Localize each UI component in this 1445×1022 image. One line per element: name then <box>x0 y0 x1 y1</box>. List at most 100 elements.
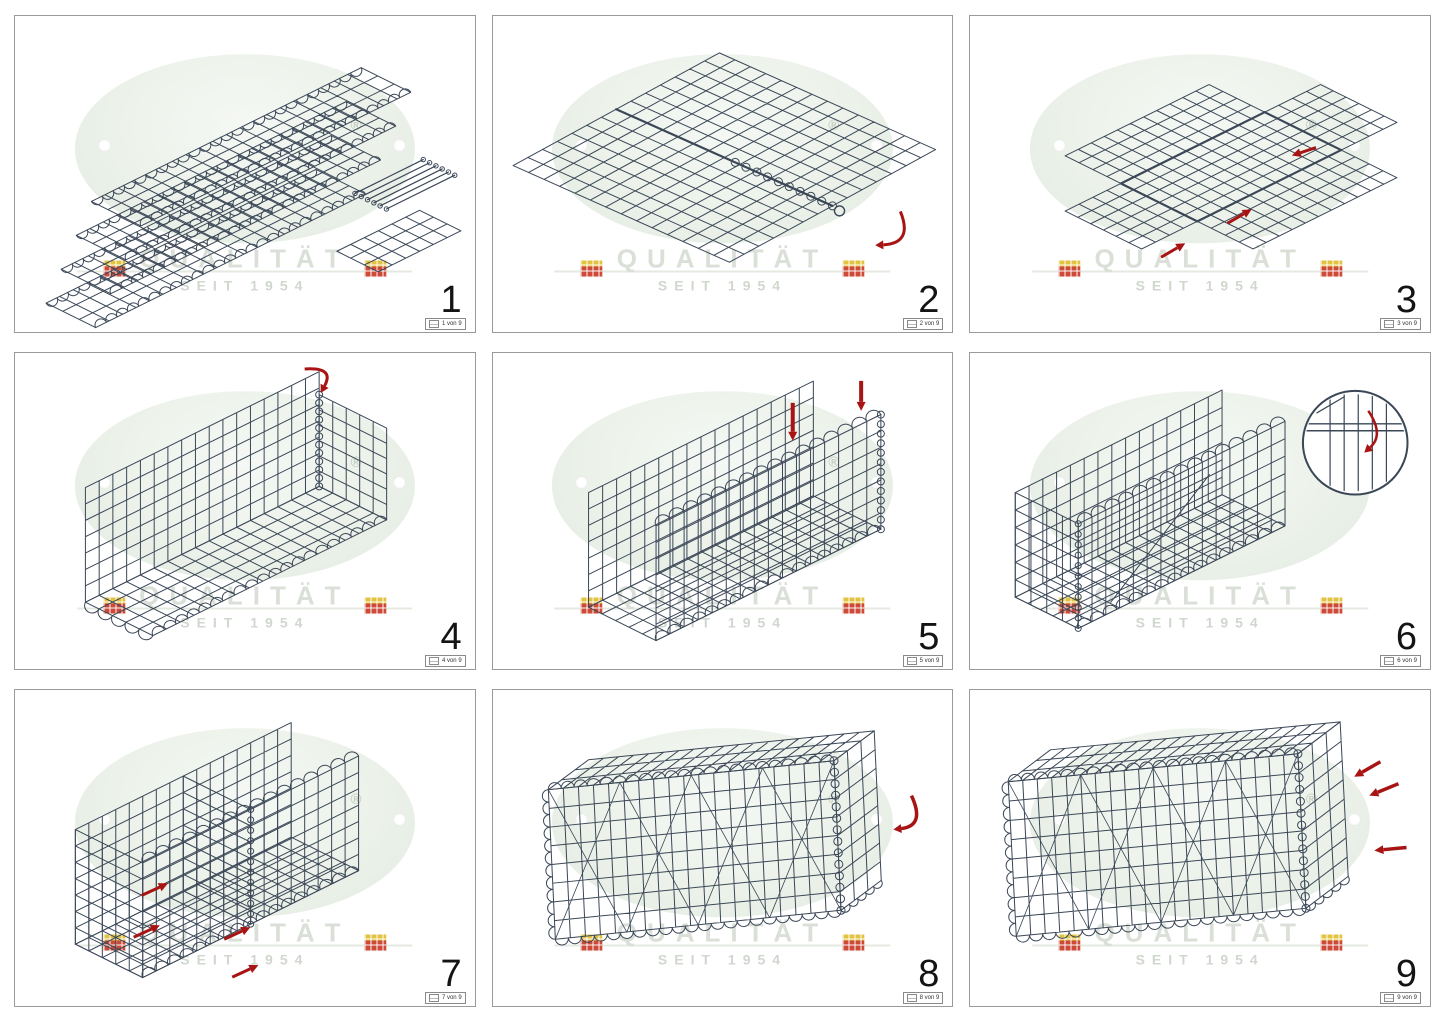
brand-rule <box>1032 270 1368 273</box>
plaque-hole-icon <box>575 813 589 827</box>
titleblock-icon <box>428 657 439 665</box>
brand-watermark: ® QUALITÄT SEIT 1954 <box>15 353 475 669</box>
assembly-drawing-step-2 <box>512 52 936 263</box>
brand-since: SEIT 1954 <box>657 951 788 968</box>
titleblock-icon <box>906 320 917 328</box>
brand-rule <box>77 944 413 947</box>
step-panel-9: ® QUALITÄT SEIT 1954 9 9 von 9 <box>969 689 1431 1007</box>
plaque-hole-icon <box>392 813 406 827</box>
page-indicator: 4 von 9 <box>424 655 466 667</box>
brand-word: QUALITÄT <box>616 243 829 274</box>
registered-trademark-icon: ® <box>1305 117 1317 135</box>
titleblock-icon <box>1384 657 1395 665</box>
assembly-drawing-step-4 <box>84 367 388 641</box>
assembly-drawing-step-3 <box>1064 84 1398 259</box>
titleblock-icon <box>428 320 439 328</box>
plaque-hole-icon <box>1053 813 1067 827</box>
step-number: 1 <box>440 279 462 321</box>
brand-logo-icon <box>842 260 865 278</box>
brand-text-row: QUALITÄT SEIT 1954 <box>554 243 891 294</box>
brand-since: SEIT 1954 <box>180 277 310 294</box>
titleblock-icon <box>906 994 917 1002</box>
plaque-hole-icon <box>870 813 884 827</box>
brand-word: QUALITÄT <box>139 580 351 611</box>
titleblock-icon <box>428 994 439 1002</box>
brand-rule <box>1032 944 1368 947</box>
brand-word: QUALITÄT <box>1094 243 1306 274</box>
step-number: 2 <box>918 279 940 321</box>
step-number: 6 <box>1395 616 1417 658</box>
page-indicator: 9 von 9 <box>1380 992 1421 1004</box>
brand-since: SEIT 1954 <box>657 277 788 294</box>
page-indicator: 1 von 9 <box>424 318 466 330</box>
brand-logo-icon <box>1319 260 1342 278</box>
brand-rule <box>1032 607 1368 610</box>
plaque-hole-icon <box>392 139 406 153</box>
step-panel-5: ® QUALITÄT SEIT 1954 5 5 von 9 <box>491 352 954 670</box>
step-number: 9 <box>1395 953 1417 995</box>
step-panel-6: ® QUALITÄT SEIT 1954 6 6 von 9 <box>969 352 1431 670</box>
assembly-drawing-step-7 <box>74 722 360 979</box>
registered-trademark-icon: ® <box>828 791 840 809</box>
brand-text-row: QUALITÄT SEIT 1954 <box>554 917 891 968</box>
brand-logo-icon <box>1058 597 1081 615</box>
brand-text-row: QUALITÄT SEIT 1954 <box>1032 243 1368 294</box>
brand-text-row: QUALITÄT SEIT 1954 <box>77 919 413 968</box>
brand-logo-icon <box>580 934 603 952</box>
plaque-hole-icon <box>1348 813 1362 827</box>
page-indicator: 3 von 9 <box>1380 318 1421 330</box>
titleblock-icon <box>1384 320 1395 328</box>
plaque-hole-icon <box>1053 476 1067 490</box>
page-indicator: 7 von 9 <box>424 992 466 1004</box>
brand-rule <box>554 270 891 273</box>
registered-trademark-icon: ® <box>350 791 362 809</box>
watermark-ellipse <box>74 390 415 581</box>
step-number: 8 <box>918 953 940 995</box>
titleblock-icon <box>906 657 917 665</box>
brand-since: SEIT 1954 <box>180 614 310 631</box>
brand-text-row: QUALITÄT SEIT 1954 <box>1032 582 1368 629</box>
brand-logo-icon <box>1058 260 1081 278</box>
step-panel-8: ® QUALITÄT SEIT 1954 8 8 von 9 <box>491 689 954 1007</box>
brand-rule <box>77 607 413 610</box>
brand-rule <box>77 270 413 273</box>
step-number: 5 <box>918 616 940 658</box>
brand-logo-icon <box>1319 934 1342 952</box>
assembly-drawing-step-9 <box>1001 721 1408 943</box>
brand-logo-icon <box>364 934 387 952</box>
registered-trademark-icon: ® <box>350 117 362 135</box>
brand-logo-icon <box>103 597 126 615</box>
plaque-hole-icon <box>392 476 406 490</box>
plaque-hole-icon <box>97 139 111 153</box>
plaque-hole-icon <box>575 476 589 490</box>
assembly-drawing-step-5 <box>587 380 885 642</box>
brand-since: SEIT 1954 <box>1135 951 1265 968</box>
registered-trademark-icon: ® <box>828 117 840 135</box>
step-number: 7 <box>440 953 462 995</box>
page-indicator: 8 von 9 <box>902 992 944 1004</box>
brand-logo-icon <box>1319 597 1342 615</box>
registered-trademark-icon: ® <box>828 454 840 472</box>
step-number: 3 <box>1395 279 1417 321</box>
brand-text-row: QUALITÄT SEIT 1954 <box>77 580 413 631</box>
step-panel-3: ® QUALITÄT SEIT 1954 3 3 von 9 <box>969 15 1431 333</box>
step-number: 4 <box>440 616 462 658</box>
brand-rule <box>554 944 891 947</box>
brand-since: SEIT 1954 <box>180 951 310 968</box>
brand-rule <box>554 607 891 610</box>
registered-trademark-icon: ® <box>350 454 362 472</box>
step-panel-2: ® QUALITÄT SEIT 1954 2 2 von 9 <box>491 15 954 333</box>
brand-word: QUALITÄT <box>616 917 829 948</box>
assembly-drawing-step-6 <box>1015 389 1409 632</box>
step-panel-7: ® QUALITÄT SEIT 1954 7 7 von 9 <box>14 689 476 1007</box>
titleblock-icon <box>1384 994 1395 1002</box>
step-panel-1: ® QUALITÄT SEIT 1954 1 1 von 9 <box>14 15 476 333</box>
step-panel-4: ® QUALITÄT SEIT 1954 4 4 von 9 <box>14 352 476 670</box>
registered-trademark-icon: ® <box>1305 791 1317 809</box>
assembly-drawing-step-1 <box>45 67 462 329</box>
brand-since: SEIT 1954 <box>1135 277 1265 294</box>
brand-logo-icon <box>842 597 865 615</box>
brand-logo-icon <box>364 597 387 615</box>
brand-logo-icon <box>842 934 865 952</box>
plaque-hole-icon <box>1053 139 1067 153</box>
